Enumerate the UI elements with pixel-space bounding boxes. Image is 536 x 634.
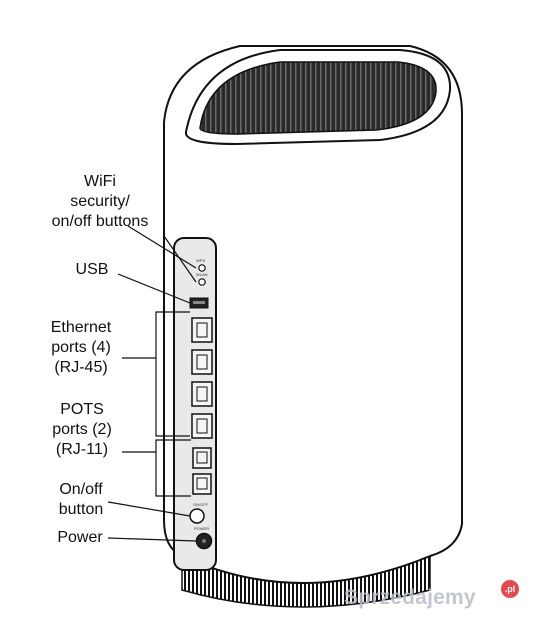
pots-bracket bbox=[155, 439, 191, 497]
wps-mark: WPS bbox=[196, 258, 205, 263]
wifi-onoff-button bbox=[198, 278, 206, 286]
callout-pots: POTS ports (2) (RJ-11) bbox=[40, 400, 124, 460]
ethernet-port-1 bbox=[191, 317, 213, 343]
onoff-button bbox=[189, 508, 205, 524]
callout-ethernet-line-2: ports (4) bbox=[51, 339, 111, 356]
onoff-leader-line bbox=[107, 501, 191, 517]
callout-onoff-line-1: On/off bbox=[59, 481, 103, 498]
power-mark: POWER bbox=[194, 526, 209, 531]
ethernet-port-4 bbox=[191, 413, 213, 439]
wlan-mark: WLAN bbox=[196, 272, 208, 277]
callout-pots-line-2: ports (2) bbox=[52, 421, 112, 438]
wifi-leader-line bbox=[127, 225, 197, 269]
callout-ethernet: Ethernet ports (4) (RJ-45) bbox=[38, 318, 124, 378]
power-leader-line bbox=[107, 537, 197, 542]
reset-mark: ON/OFF bbox=[193, 502, 209, 507]
callout-wifi-line-1: WiFi bbox=[84, 173, 116, 190]
usb-port-tongue bbox=[193, 301, 205, 304]
ethernet-port-3 bbox=[191, 381, 213, 407]
top-vent-opening bbox=[199, 61, 437, 135]
callout-onoff-line-2: button bbox=[58, 501, 104, 518]
watermark-badge: .pl bbox=[501, 580, 519, 598]
callout-onoff: On/off button bbox=[46, 480, 116, 520]
wifi-security-button bbox=[198, 264, 206, 272]
pots-port-1 bbox=[192, 447, 212, 469]
watermark-text: Sprzedajemy bbox=[344, 586, 476, 609]
callout-usb: USB bbox=[62, 260, 122, 280]
callout-power: Power bbox=[48, 528, 112, 548]
callout-ethernet-line-3: (RJ-45) bbox=[54, 359, 108, 376]
pots-port-2 bbox=[192, 473, 212, 495]
ethernet-port-2 bbox=[191, 349, 213, 375]
callout-power-line-1: Power bbox=[57, 529, 103, 546]
callout-ethernet-line-1: Ethernet bbox=[50, 319, 112, 336]
callout-pots-line-1: POTS bbox=[60, 401, 104, 418]
ethernet-bracket bbox=[155, 311, 190, 437]
callout-wifi: WiFi security/ on/off buttons bbox=[30, 172, 170, 232]
callout-wifi-line-3: on/off buttons bbox=[51, 213, 149, 230]
callout-pots-line-3: (RJ-11) bbox=[55, 441, 109, 458]
callout-usb-line-1: USB bbox=[75, 261, 109, 278]
wifi-leader-line-2 bbox=[163, 235, 197, 283]
usb-leader-line bbox=[117, 273, 191, 304]
callout-wifi-line-2: security/ bbox=[70, 193, 130, 210]
